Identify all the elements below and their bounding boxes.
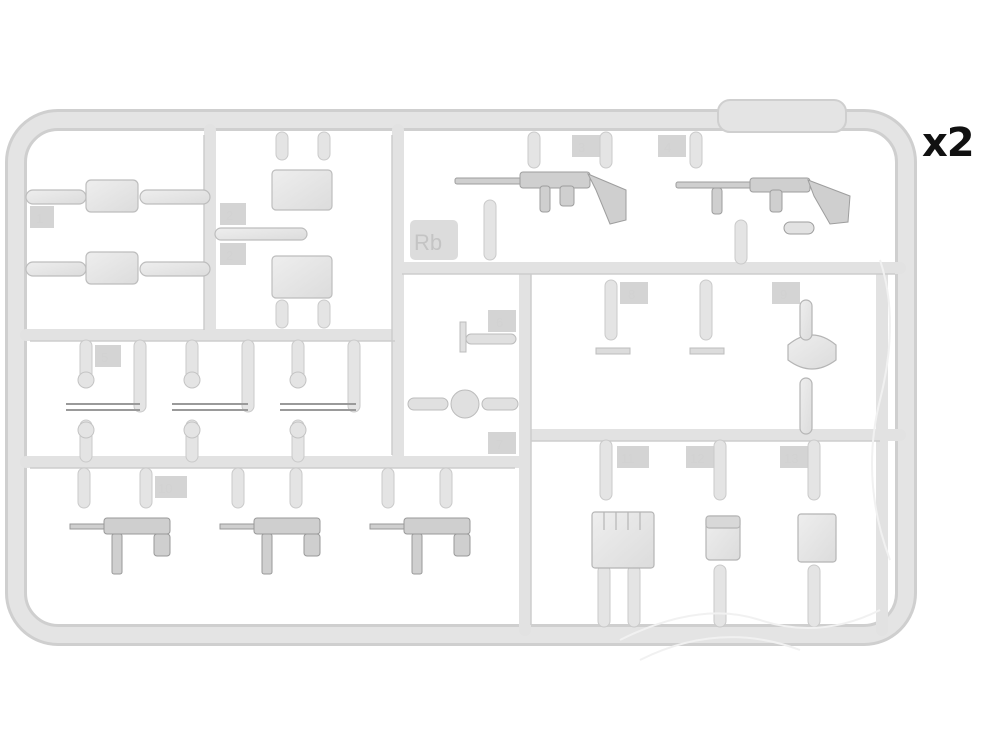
bag-part-2: [214, 169, 333, 299]
part-number-7: 7: [496, 437, 503, 452]
sprue-runners: [20, 124, 906, 636]
small-part-6: [459, 321, 517, 353]
part-number-2b: 2: [226, 248, 233, 263]
part-number-12: 12: [690, 451, 704, 466]
sling-part-5: [66, 403, 356, 411]
small-part-7: [407, 389, 519, 419]
sprue-id-letter: Rb: [414, 230, 442, 255]
number-tabs: [30, 135, 812, 498]
pouch-part-12: [705, 515, 741, 561]
sprue-id-tab: [410, 220, 458, 260]
pouch-part-11: [591, 511, 655, 569]
gates: [77, 131, 821, 628]
part-number-8: 8: [628, 287, 635, 302]
frame-tab: [717, 99, 847, 133]
part-number-1: 1: [36, 211, 43, 226]
part-number-5: 5: [101, 350, 108, 365]
part-number-9: 9: [780, 287, 787, 302]
thompson-part-3: [454, 171, 627, 225]
quantity-label: x2: [922, 120, 975, 166]
stand-part-8: [595, 347, 725, 355]
part-number-13: 13: [784, 451, 798, 466]
grease-gun-part-10: [69, 517, 471, 575]
part-number-4: 4: [664, 140, 671, 155]
pouch-part-1: [25, 179, 211, 285]
part-number-2a: 2: [226, 208, 233, 223]
part-number-3: 3: [578, 140, 585, 155]
helmet-part-9: [787, 299, 837, 435]
thompson-part-4: [675, 177, 851, 235]
watermark: [619, 259, 891, 661]
part-number-10: 10: [158, 481, 172, 496]
pouch-part-13: [797, 513, 837, 563]
part-number-11: 11: [621, 451, 635, 466]
part-number-6: 6: [496, 315, 503, 330]
